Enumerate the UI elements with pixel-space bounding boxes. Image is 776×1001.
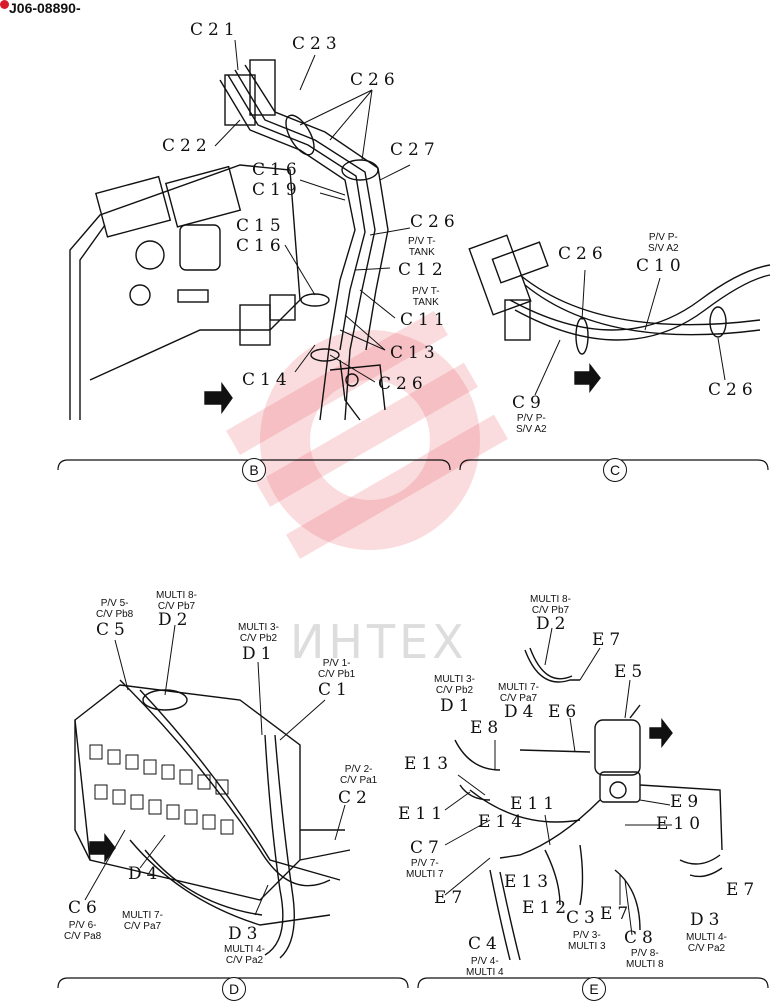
hose-caption: P/V T- TANK <box>412 286 440 308</box>
watermark-text: ИНТЕХ <box>290 615 468 669</box>
part-label: D3 <box>690 910 725 930</box>
part-label: C12 <box>398 260 448 280</box>
part-label: E6 <box>548 702 582 722</box>
part-label: C9 <box>512 393 546 413</box>
part-label: C21 <box>190 20 240 40</box>
section-marker-e: E <box>582 977 606 1001</box>
part-label: E7 <box>600 904 634 924</box>
part-label: C16 <box>252 160 302 180</box>
hose-caption: P/V 5- C/V Pb8 <box>96 598 134 620</box>
part-label: E11 <box>510 794 560 814</box>
hose-caption: P/V 8- MULTI 8 <box>626 948 664 970</box>
part-label: D1 <box>242 644 277 664</box>
hose-caption: P/V P- S/V A2 <box>648 232 679 254</box>
part-label: C4 <box>468 934 502 954</box>
part-label: E8 <box>470 718 504 738</box>
part-label: E13 <box>404 754 454 774</box>
part-label: C1 <box>318 680 352 700</box>
section-marker-b: B <box>242 458 266 482</box>
part-label: D4 <box>128 864 163 884</box>
part-label: C27 <box>390 140 440 160</box>
hose-caption: MULTI 7- C/V Pa7 <box>498 682 539 704</box>
part-label: C16 <box>236 236 286 256</box>
section-d-drawing <box>74 679 351 959</box>
part-label: C15 <box>236 216 286 236</box>
reference-number: J06-08890- <box>9 0 81 16</box>
hose-caption: MULTI 8- C/V Pb7 <box>530 594 571 616</box>
hose-caption: MULTI 7- C/V Pa7 <box>122 910 163 932</box>
hose-caption: P/V 7- MULTI 7 <box>406 858 444 880</box>
hose-caption: P/V 6- C/V Pa8 <box>64 920 102 942</box>
hose-caption: P/V 4- MULTI 4 <box>466 956 504 978</box>
part-label: D3 <box>228 924 263 944</box>
part-label: C8 <box>624 928 658 948</box>
part-label: C10 <box>636 256 686 276</box>
part-label: C26 <box>708 380 758 400</box>
section-e-leader-lines <box>444 627 672 936</box>
part-label: C26 <box>558 244 608 264</box>
part-label: E13 <box>504 872 554 892</box>
ref-marker-dot <box>0 0 9 9</box>
part-label: C14 <box>242 370 292 390</box>
hose-caption: MULTI 3- C/V Pb2 <box>434 674 475 696</box>
part-label: E7 <box>434 888 468 908</box>
part-label: E9 <box>670 792 704 812</box>
part-label: C2 <box>338 788 372 808</box>
part-label: C7 <box>410 838 444 858</box>
hose-caption: P/V T- TANK <box>408 236 436 258</box>
part-label: E14 <box>478 812 528 832</box>
part-label: C3 <box>566 908 600 928</box>
hose-caption: MULTI 4- C/V Pa2 <box>224 944 265 966</box>
part-label: C13 <box>390 343 440 363</box>
part-label: D2 <box>536 614 571 634</box>
part-label: D4 <box>504 702 539 722</box>
part-label: C23 <box>292 34 342 54</box>
part-label: C11 <box>400 310 450 330</box>
section-c-leader-lines <box>534 269 726 396</box>
part-label: C6 <box>68 898 102 918</box>
hose-caption: P/V 2- C/V Pa1 <box>340 764 378 786</box>
hose-caption: MULTI 3- C/V Pb2 <box>238 622 279 644</box>
part-label: E7 <box>726 880 760 900</box>
hose-caption: P/V 1- C/V Pb1 <box>318 658 356 680</box>
section-b-leader-lines <box>214 39 411 383</box>
section-d-leader-lines <box>84 624 346 916</box>
part-label: E12 <box>522 898 572 918</box>
part-label: C19 <box>252 180 302 200</box>
part-label: E10 <box>656 814 706 834</box>
section-e-drawing <box>454 647 723 961</box>
part-label: C26 <box>350 70 400 90</box>
hose-caption: MULTI 8- C/V Pb7 <box>156 590 197 612</box>
part-label: C26 <box>378 374 428 394</box>
hose-caption: P/V 3- MULTI 3 <box>568 930 606 952</box>
section-c-drawing <box>468 234 771 394</box>
watermark-gear-logo <box>226 310 508 559</box>
section-marker-d: D <box>222 977 246 1001</box>
hose-caption: MULTI 4- C/V Pa2 <box>686 932 727 954</box>
part-label: E11 <box>398 804 448 824</box>
part-label: D2 <box>158 610 193 630</box>
part-label: C5 <box>96 620 130 640</box>
part-label: D1 <box>440 696 475 716</box>
section-marker-c: C <box>603 458 627 482</box>
hose-caption: P/V P- S/V A2 <box>516 413 547 435</box>
part-label: E5 <box>614 662 648 682</box>
part-label: C22 <box>162 136 212 156</box>
section-b-drawing <box>69 59 389 421</box>
part-label: C26 <box>410 212 460 232</box>
part-label: E7 <box>592 630 626 650</box>
